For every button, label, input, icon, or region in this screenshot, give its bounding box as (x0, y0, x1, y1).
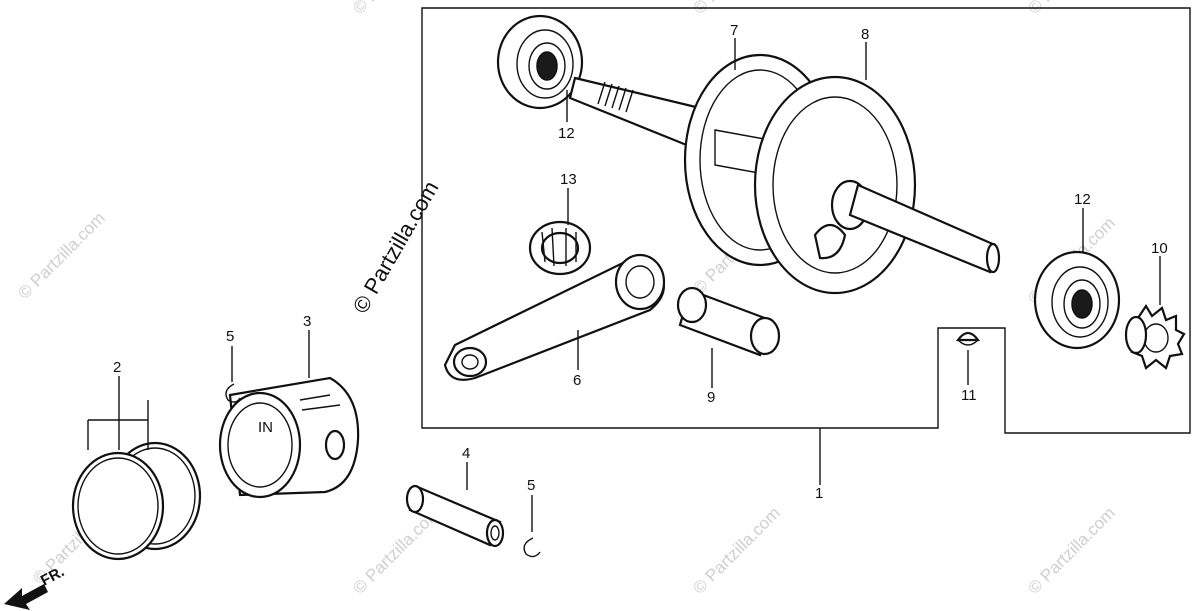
crankshaft-assembly-outline (421, 7, 1191, 434)
callout-12-top: 12 (558, 125, 575, 142)
piston[interactable]: IN (218, 376, 360, 499)
watermark: © Partzilla.com (349, 0, 443, 18)
crankshaft[interactable] (568, 53, 1001, 295)
piston-in-mark: IN (258, 419, 273, 436)
callout-3: 3 (303, 313, 311, 330)
callout-5-left: 5 (226, 328, 234, 345)
bearing-top[interactable] (496, 14, 584, 110)
arrow-left-icon (4, 584, 48, 610)
watermark: © Partzilla.com (689, 0, 783, 18)
watermark: © Partzilla.com (689, 503, 783, 597)
piston-pin[interactable] (405, 484, 505, 548)
callout-labels: 1 2 3 4 5 5 6 7 8 9 10 11 12 12 13 (113, 22, 1168, 502)
callout-9: 9 (707, 389, 715, 406)
watermark: © Partzilla.com (14, 208, 108, 302)
connecting-rod[interactable] (443, 253, 666, 381)
timing-gear[interactable] (1124, 303, 1186, 370)
callout-11: 11 (961, 387, 977, 404)
watermark-center: © Partzilla.com (348, 177, 444, 318)
leader-lines (118, 38, 1161, 532)
circlip-right[interactable] (523, 537, 541, 558)
callout-5-right: 5 (527, 477, 535, 494)
piston-rings[interactable] (71, 400, 202, 561)
needle-bearing[interactable] (528, 220, 592, 276)
callout-6: 6 (573, 372, 581, 389)
callout-13: 13 (560, 171, 577, 188)
callout-2: 2 (113, 359, 121, 376)
watermark: © Partzilla.com (1024, 0, 1118, 18)
watermark: © Partzilla.com (1024, 503, 1118, 597)
callout-7: 7 (730, 22, 738, 39)
woodruff-key[interactable] (955, 331, 981, 346)
bearing-right[interactable] (1033, 250, 1121, 350)
crank-pin[interactable] (676, 286, 781, 357)
callout-12-right: 12 (1074, 191, 1091, 208)
callout-10: 10 (1151, 240, 1168, 257)
circlip-left[interactable] (225, 383, 241, 403)
callout-8: 8 (861, 26, 869, 43)
callout-1: 1 (815, 485, 823, 502)
callout-4: 4 (462, 445, 470, 462)
